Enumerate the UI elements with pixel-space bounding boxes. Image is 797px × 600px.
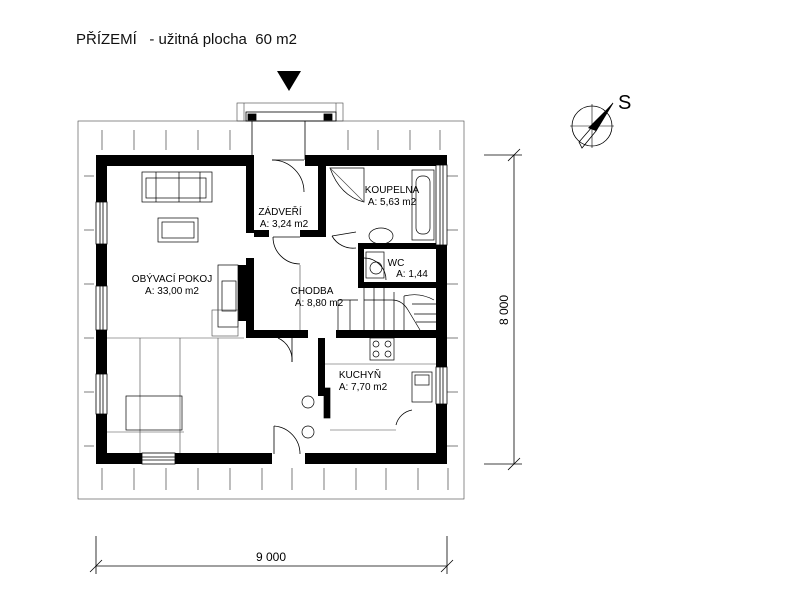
room-name-chodba: CHODBA <box>291 286 334 297</box>
width-dimension-label: 9 000 <box>256 550 286 564</box>
north-label: S <box>618 92 631 114</box>
room-area-koupelna: A: 5,63 m2 <box>368 197 417 208</box>
room-area-obyvaci: A: 33,00 m2 <box>145 286 199 297</box>
room-labels: OBÝVACÍ POKOJ A: 33,00 m2 ZÁDVEŘÍ A: 3,2… <box>132 185 428 393</box>
width-dimension <box>89 536 454 574</box>
hall-elements <box>299 265 436 331</box>
room-name-zadveri: ZÁDVEŘÍ <box>258 205 302 218</box>
room-name-kuchyn: KUCHYŇ <box>339 368 381 381</box>
room-name-wc: WC <box>388 258 405 269</box>
depth-dimension <box>484 148 522 471</box>
exterior-walls <box>96 155 447 464</box>
entrance-arrow-icon <box>277 71 301 91</box>
room-area-kuchyn: A: 7,70 m2 <box>339 382 388 393</box>
room-area-wc: A: 1,44 <box>396 269 428 280</box>
room-name-koupelna: KOUPELNA <box>365 185 420 196</box>
room-area-chodba: A: 8,80 m2 <box>295 298 344 309</box>
rafter-ticks <box>84 130 458 490</box>
room-name-obyvaci: OBÝVACÍ POKOJ <box>132 272 212 285</box>
depth-dimension-label: 8 000 <box>497 295 511 325</box>
windows <box>95 111 448 465</box>
compass-icon <box>570 102 614 149</box>
bathroom-fixtures <box>329 167 435 279</box>
living-room-furniture <box>107 171 244 453</box>
interior-walls <box>238 155 442 396</box>
kitchen-elements <box>301 337 436 439</box>
room-area-zadveri: A: 3,24 m2 <box>260 219 309 230</box>
plan-title: PŘÍZEMÍ - užitná plocha 60 m2 <box>76 31 297 48</box>
doors <box>251 121 413 455</box>
